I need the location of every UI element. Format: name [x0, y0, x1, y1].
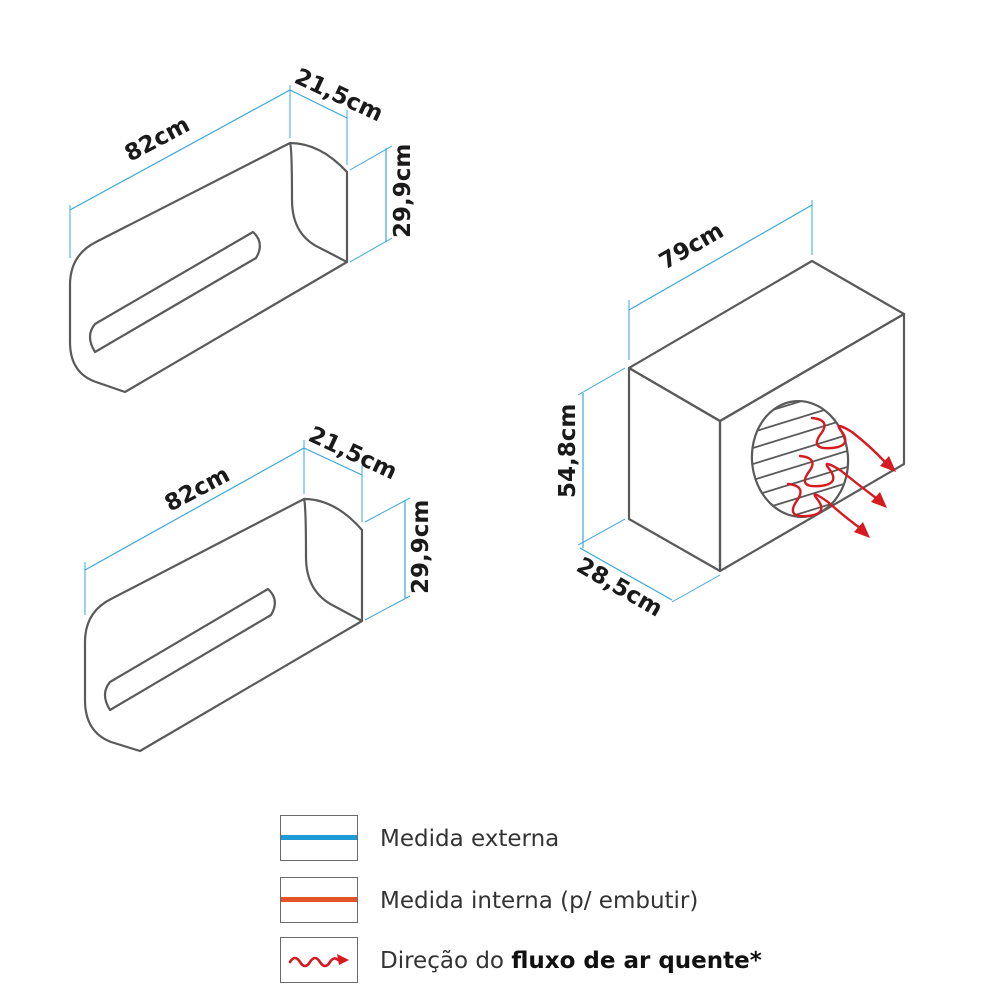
width-label: 82cm	[161, 462, 235, 518]
legend-item-internal: Medida interna (p/ embutir)	[280, 877, 840, 927]
depth-label: 21,5cm	[304, 422, 401, 485]
airflow-arrow-icon	[810, 416, 887, 464]
internal-measure-swatch	[280, 877, 358, 923]
height-label: 54,8cm	[555, 404, 581, 498]
legend-label-airflow-bold: fluxo de ar quente*	[511, 948, 762, 974]
legend-label-airflow-prefix: Direção do	[380, 948, 512, 974]
outdoor-unit-front-face	[627, 366, 722, 573]
external-measure-bar	[281, 835, 357, 840]
depth-dimension-line	[289, 89, 348, 119]
height-label: 29,9cm	[390, 144, 416, 238]
width-dimension-line	[84, 447, 305, 571]
indoor-unit-bottom-side-edge	[302, 497, 364, 623]
width-dimension-line	[69, 89, 291, 211]
legend-label-internal: Medida interna (p/ embutir)	[380, 888, 699, 914]
depth-dimension-line	[303, 447, 363, 476]
extension-line	[364, 497, 411, 523]
indoor-unit-bottom-vent	[103, 587, 276, 712]
airflow-arrow-icon	[786, 482, 862, 530]
outdoor-unit-top-face	[627, 259, 906, 423]
extension-line	[577, 367, 626, 396]
indoor-unit-top: 82cm 21,5cm 29,9cm	[68, 64, 416, 394]
airflow-swatch	[280, 937, 358, 983]
indoor-unit-top-side-edge	[288, 141, 349, 264]
width-label: 82cm	[121, 112, 195, 168]
width-label: 79cm	[655, 218, 728, 275]
width-dimension-line	[628, 204, 813, 311]
extension-line	[364, 595, 411, 621]
airflow-legend-icon	[288, 954, 349, 968]
depth-dimension-line	[579, 547, 673, 601]
extension-line	[671, 574, 721, 603]
depth-label: 28,5cm	[572, 553, 667, 623]
indoor-unit-top-body	[68, 141, 349, 394]
legend-item-external: Medida externa	[280, 815, 840, 865]
legend-label-external: Medida externa	[380, 826, 560, 852]
depth-label: 21,5cm	[290, 64, 387, 127]
external-measure-swatch	[280, 815, 358, 861]
legend-label-airflow: Direção do fluxo de ar quente*	[380, 948, 762, 974]
airflow-arrow-icon	[798, 454, 878, 500]
hot-air-flow	[786, 416, 896, 538]
extension-line	[349, 145, 393, 171]
indoor-unit-top-vent	[88, 230, 261, 354]
indoor-unit-bottom: 82cm 21,5cm 29,9cm	[83, 422, 434, 753]
legend-item-airflow: Direção do fluxo de ar quente*	[280, 937, 840, 987]
extension-line	[577, 518, 626, 546]
internal-measure-bar	[281, 897, 357, 902]
outdoor-unit-side-face	[718, 312, 906, 573]
height-label: 29,9cm	[408, 500, 434, 594]
extension-line	[349, 237, 393, 263]
outdoor-unit: 79cm 54,8cm 28,5cm	[555, 200, 906, 623]
indoor-unit-bottom-body	[83, 497, 364, 753]
